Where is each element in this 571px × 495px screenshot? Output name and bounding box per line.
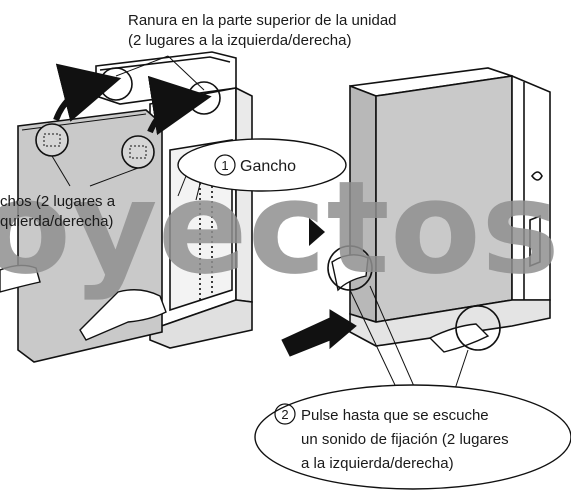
top-caption-line1: Ranura en la parte superior de la unidad [128,12,397,29]
step2-line3: a la izquierda/derecha) [301,455,454,472]
step2-bubble [254,384,571,490]
left-caption-line2: quierda/derecha) [0,213,113,230]
step2-line1: Pulse hasta que se escuche [301,407,489,424]
hook-circle-left [35,123,69,157]
watermark-text: oyectos [0,154,560,303]
insert-arrow-left [53,63,122,122]
top-caption-line2: (2 lugares a la izquierda/derecha) [128,32,351,49]
step2-number: 2 [281,407,288,422]
step1-number-circle [214,154,236,176]
step1-label: Gancho [240,158,296,175]
hand-left [0,264,41,293]
press-hand-left [331,254,369,292]
insert-arrow-right [147,75,212,136]
push-arrow-icon [281,309,357,357]
step1-number: 1 [221,158,228,173]
next-step-arrow-icon [309,218,325,246]
step1-bubble [177,138,347,192]
step2-number-circle [274,403,296,425]
press-circle-right [455,305,501,351]
left-caption-line1: chos (2 lugares a [0,193,116,210]
step2-line2: un sonido de fijación (2 lugares [301,431,509,448]
hand-right [79,289,167,341]
